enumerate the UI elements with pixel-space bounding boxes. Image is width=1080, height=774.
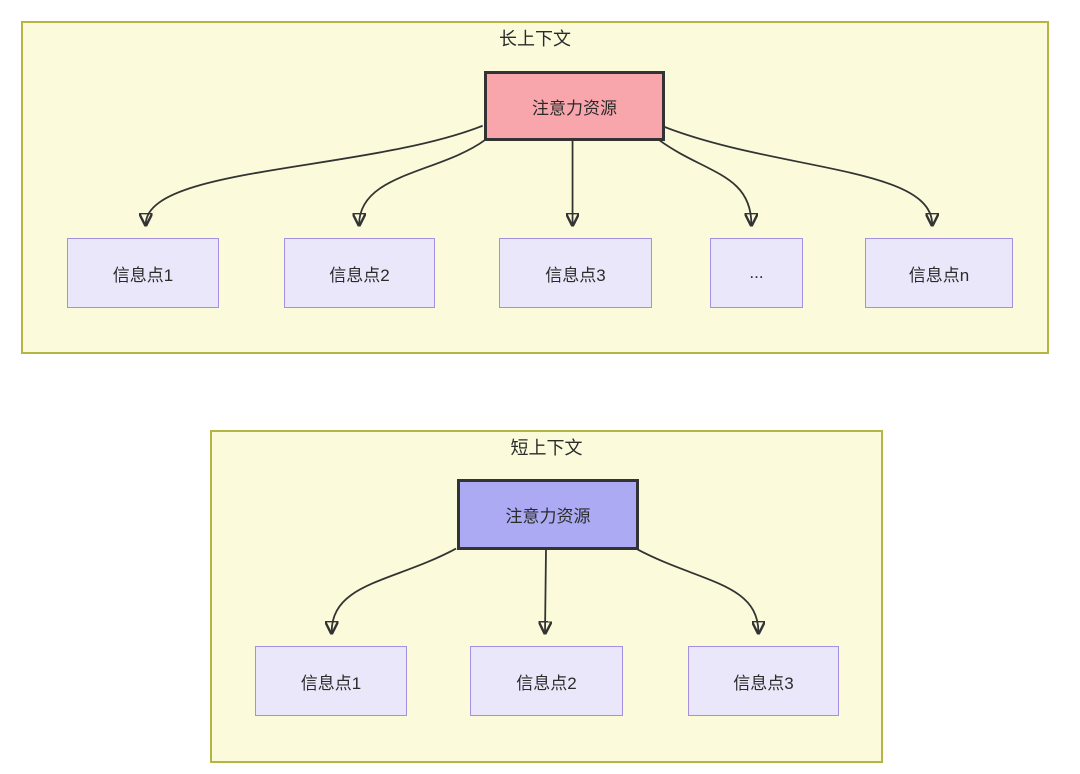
attention-node-long: 注意力资源 — [484, 71, 665, 141]
info-node-short-3: 信息点3 — [688, 646, 839, 716]
info-node-long-2: 信息点2 — [284, 238, 435, 308]
info-node-long-ellipsis: ... — [710, 238, 803, 308]
info-node-short-1: 信息点1 — [255, 646, 407, 716]
arrow-attention-to-info1 — [332, 547, 457, 633]
arrow-attention-to-info1 — [146, 124, 483, 225]
arrow-attention-to-info3 — [635, 547, 759, 633]
arrow-attention-to-info2 — [359, 138, 487, 225]
short-context-title: 短上下文 — [510, 438, 583, 458]
info-node-long-n: 信息点n — [865, 238, 1013, 308]
short-context-container: 短上下文 注意力资源 信息点1 信息点2 信息点3 — [210, 430, 883, 763]
info-node-long-1: 信息点1 — [67, 238, 219, 308]
info-node-short-2: 信息点2 — [470, 646, 623, 716]
attention-node-short: 注意力资源 — [457, 479, 639, 550]
long-context-title: 长上下文 — [499, 29, 571, 49]
arrow-attention-to-infon — [661, 124, 932, 225]
long-context-container: 长上下文 注意力资源 信息点1 信息点2 信息点3 ... 信息点n — [21, 21, 1049, 354]
info-node-long-3: 信息点3 — [499, 238, 652, 308]
arrow-attention-to-info2 — [545, 548, 546, 633]
arrow-attention-to-dots — [657, 138, 751, 225]
